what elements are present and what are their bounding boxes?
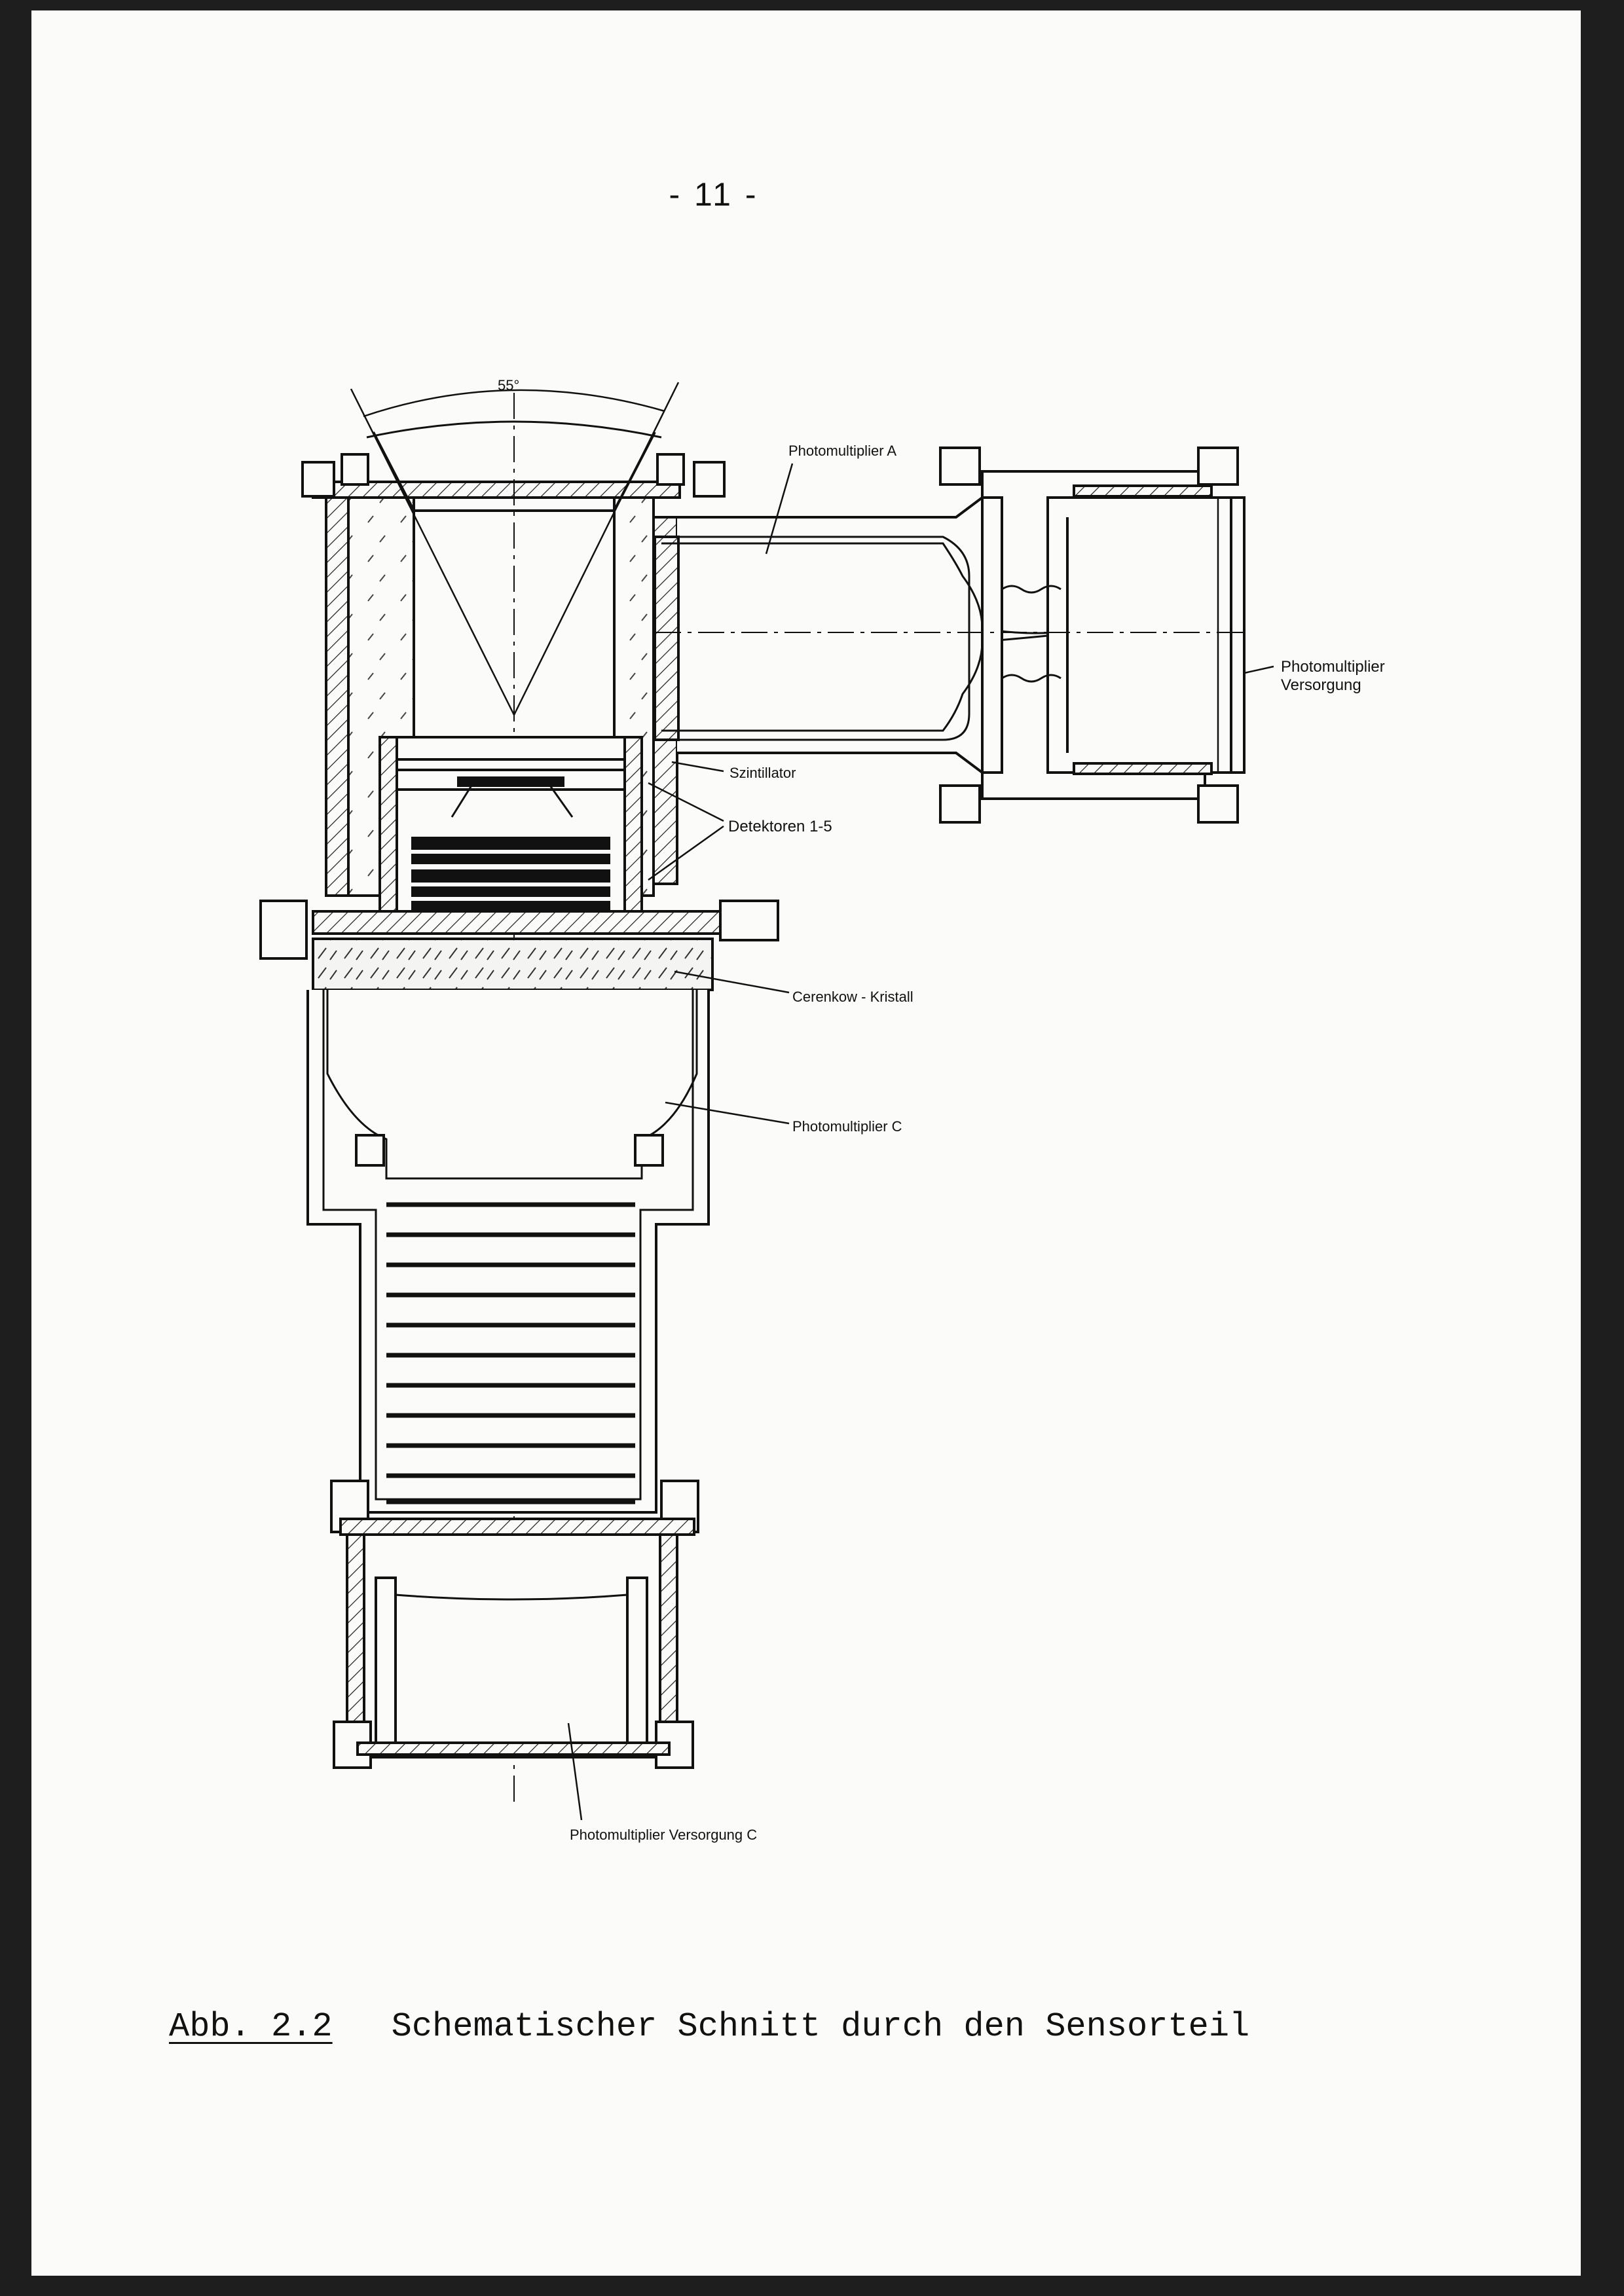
label-detectors: Detektoren 1-5 — [728, 818, 832, 835]
figure-caption: Abb. 2.2 Schematischer Schnitt durch den … — [169, 2007, 1249, 2046]
label-cerenkov-crystal: Cerenkow - Kristall — [792, 989, 913, 1005]
figure-number: Abb. 2.2 — [169, 2007, 333, 2046]
label-photomultiplier-supply-2: Versorgung — [1281, 676, 1361, 694]
label-photomultiplier-supply-1: Photomultiplier — [1281, 658, 1385, 676]
paper-sheet — [31, 10, 1581, 2276]
angle-label: 55° — [498, 377, 519, 393]
page-number: - 11 - — [669, 176, 759, 213]
figure-title: Schematischer Schnitt durch den Sensorte… — [391, 2007, 1250, 2046]
label-photomultiplier-supply-c: Photomultiplier Versorgung C — [570, 1827, 757, 1843]
label-photomultiplier-a: Photomultiplier A — [788, 443, 896, 459]
label-scintillator: Szintillator — [729, 765, 796, 781]
label-photomultiplier-c: Photomultiplier C — [792, 1118, 902, 1135]
drawing-body — [259, 382, 1274, 1821]
